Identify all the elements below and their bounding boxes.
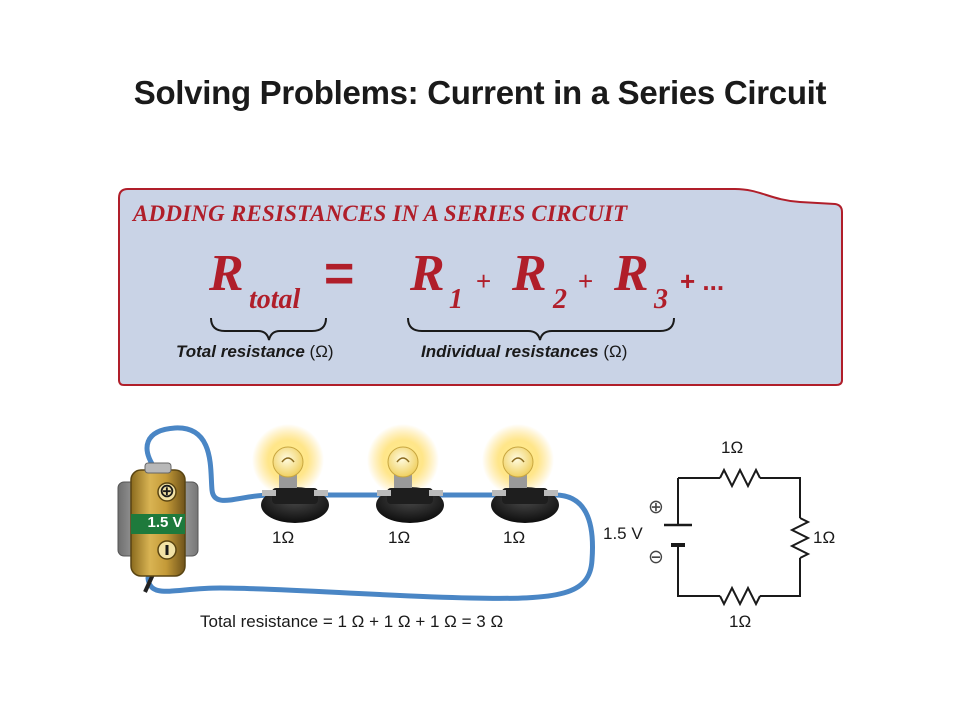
- schematic-top-resistance: 1Ω: [721, 438, 744, 457]
- top-resistor-zigzag: [719, 467, 761, 489]
- individual-caption-text: Individual resistances: [421, 342, 599, 361]
- equals-sign: =: [324, 245, 355, 303]
- circuit-schematic: [664, 467, 811, 607]
- schematic-bottom-resistance: 1Ω: [729, 612, 752, 631]
- individual-caption-unit: (Ω): [603, 342, 628, 361]
- right-resistor-zigzag: [789, 517, 811, 559]
- schematic-right-resistance: 1Ω: [813, 528, 836, 547]
- bulb-3-resistance: 1Ω: [503, 528, 526, 547]
- wire-return: [145, 492, 596, 601]
- battery-voltage-label: 1.5 V: [147, 514, 183, 531]
- r2-subscript: 2: [553, 284, 567, 315]
- wire-top: [144, 425, 273, 503]
- formula-box: [118, 188, 843, 386]
- bulb-1-resistance: 1Ω: [272, 528, 295, 547]
- r-total-subscript: total: [249, 284, 301, 315]
- plus-sign: +: [476, 266, 492, 296]
- bulb-2-resistance: 1Ω: [388, 528, 411, 547]
- ellipsis: + ...: [680, 266, 725, 296]
- r3-subscript: 3: [654, 284, 668, 315]
- total-caption-text: Total resistance: [176, 342, 305, 361]
- r1-subscript: 1: [449, 284, 463, 315]
- bottom-resistor-zigzag: [719, 585, 761, 607]
- r2-symbol: R: [512, 245, 547, 302]
- schematic-voltage: 1.5 V: [603, 524, 643, 543]
- total-resistance-caption: Total resistance (Ω): [176, 342, 334, 362]
- total-caption-unit: (Ω): [309, 342, 334, 361]
- total-resistance-equation: Total resistance = 1 Ω + 1 Ω + 1 Ω = 3 Ω: [200, 612, 504, 631]
- bulb-1: [252, 424, 329, 523]
- schematic-plus-icon: ⊕: [648, 497, 664, 518]
- individual-resistances-caption: Individual resistances (Ω): [421, 342, 627, 362]
- r3-symbol: R: [614, 245, 649, 302]
- r-total-symbol: R: [209, 245, 244, 302]
- r1-symbol: R: [410, 245, 445, 302]
- formula-heading: ADDING RESISTANCES IN A SERIES CIRCUIT: [133, 201, 628, 226]
- bulb-3: [482, 424, 559, 523]
- schematic-minus-icon: ⊖: [648, 547, 664, 568]
- total-brace: [210, 317, 327, 341]
- individual-brace: [407, 317, 675, 341]
- page-title: Solving Problems: Current in a Series Ci…: [133, 74, 827, 111]
- bulb-2: [367, 424, 444, 523]
- battery-plus-icon: ⊕: [159, 481, 175, 502]
- plus-sign: +: [578, 266, 594, 296]
